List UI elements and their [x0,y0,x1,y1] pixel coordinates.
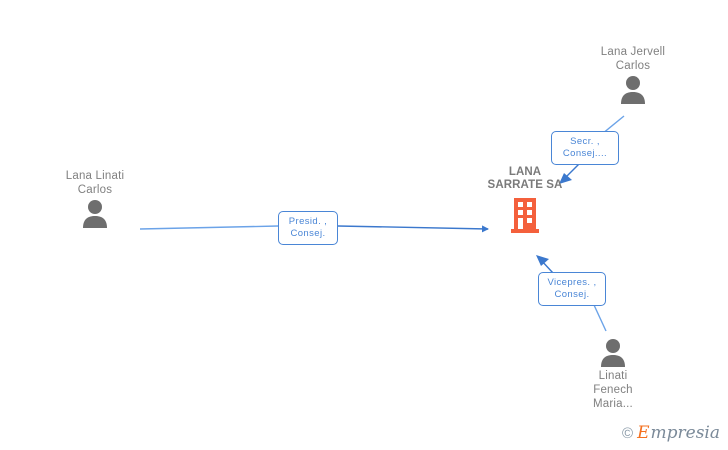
person-name: Lana Linati Carlos [65,170,125,196]
brand-name: mpresia [650,423,721,443]
person-icon [601,339,625,367]
copyright-icon: © [622,425,634,442]
building-icon [511,198,539,233]
person-node-lana-jervell-carlos[interactable]: Lana Jervell Carlos [573,45,693,104]
role-label-secretario[interactable]: Secr. , Consej.... [551,131,619,165]
company-node[interactable]: LANA SARRATE SA [455,166,595,234]
brand-initial: E [637,423,650,443]
person-icon [621,76,645,104]
company-name: LANA SARRATE SA [487,166,563,191]
role-label-presidente[interactable]: Presid. , Consej. [278,211,338,245]
person-name: Lana Jervell Carlos [600,46,666,72]
person-node-lana-linati-carlos[interactable]: Lana Linati Carlos [35,169,155,228]
person-node-linati-fenech-maria[interactable]: Linati Fenech Maria... [553,336,673,411]
person-name: Linati Fenech Maria... [593,370,633,410]
empresia-watermark: © E mpresia [622,425,720,442]
role-label-vicepresidente[interactable]: Vicepres. , Consej. [538,272,606,306]
person-icon [83,200,107,228]
